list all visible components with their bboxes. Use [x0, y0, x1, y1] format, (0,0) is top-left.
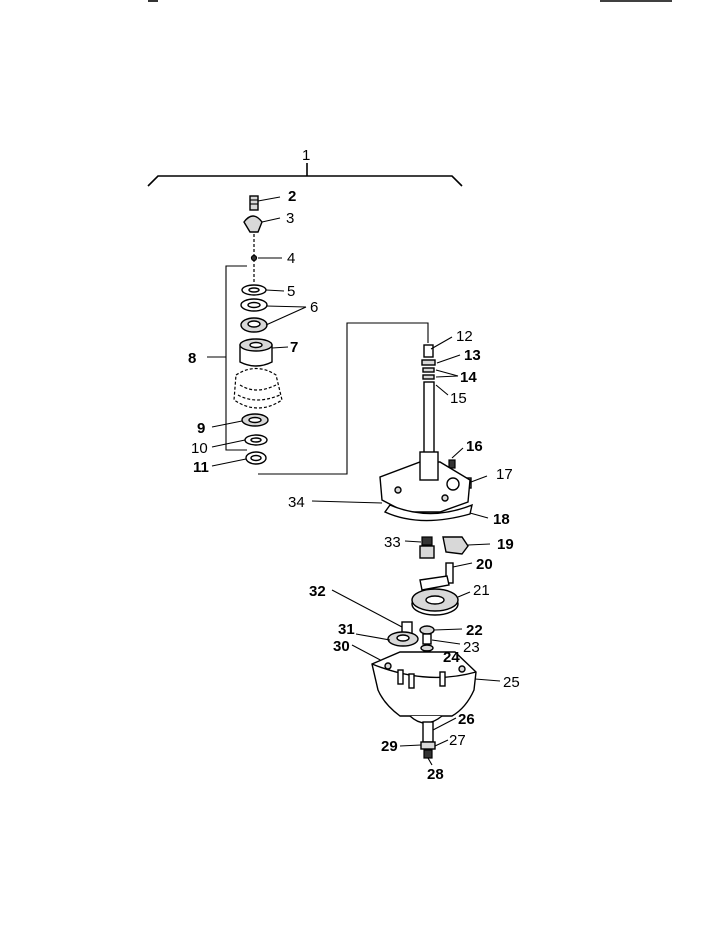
callout-20: 20: [476, 556, 493, 573]
callout-24: 24: [443, 649, 460, 666]
part-34-gear-case-cover: [311, 451, 471, 513]
part-3-clip: [243, 215, 281, 233]
callout-10: 10: [191, 440, 208, 457]
callout-14: 14: [460, 369, 477, 386]
part-21-gear: [411, 588, 471, 616]
callout-16: 16: [466, 438, 483, 455]
part-2-screw: [249, 195, 281, 211]
callout-22: 22: [466, 622, 483, 639]
group-8-bracket: [207, 265, 247, 451]
part-9-seal: [211, 413, 269, 428]
part-10-washer: [211, 434, 268, 448]
callout-8: 8: [188, 350, 196, 367]
callout-32: 32: [309, 583, 326, 600]
callout-5: 5: [287, 283, 295, 300]
part-18-gasket: [383, 503, 489, 522]
callout-12: 12: [456, 328, 473, 345]
part-20-crank: [419, 562, 473, 591]
callout-30: 30: [333, 638, 350, 655]
callout-19: 19: [497, 536, 514, 553]
part-31-32-small-gear: [331, 589, 419, 664]
callout-3: 3: [286, 210, 294, 227]
callout-27: 27: [449, 732, 466, 749]
part-6-bearings: [240, 298, 307, 333]
callout-7: 7: [290, 339, 298, 356]
boot-dashed: [233, 367, 283, 409]
part-25-gear-housing: [371, 651, 501, 724]
part-7-hub: [239, 338, 289, 367]
callout-15: 15: [450, 390, 467, 407]
part-19-cam: [442, 536, 491, 555]
callout-33: 33: [384, 534, 401, 551]
callout-25: 25: [503, 674, 520, 691]
callout-29: 29: [381, 738, 398, 755]
callout-28: 28: [427, 766, 444, 783]
callout-2: 2: [288, 188, 296, 205]
part-11-ring: [211, 451, 267, 467]
callout-11: 11: [193, 459, 209, 476]
callout-13: 13: [464, 347, 481, 364]
part-26-29-bottom-shaft: [399, 717, 457, 766]
callout-31: 31: [338, 621, 355, 638]
connector-line: [258, 322, 429, 475]
callout-17: 17: [496, 466, 513, 483]
callout-23: 23: [463, 639, 480, 656]
callout-34: 34: [288, 494, 305, 511]
part-5-washer: [241, 284, 285, 296]
callout-1: 1: [302, 147, 310, 164]
callout-6: 6: [310, 299, 318, 316]
part-33-pinion: [404, 536, 435, 559]
part-4-pin: [250, 234, 282, 282]
assembly-bracket: [147, 163, 463, 187]
callout-18: 18: [493, 511, 510, 528]
callout-9: 9: [197, 420, 205, 437]
callout-26: 26: [458, 711, 475, 728]
callout-21: 21: [473, 582, 490, 599]
callout-4: 4: [287, 250, 295, 267]
